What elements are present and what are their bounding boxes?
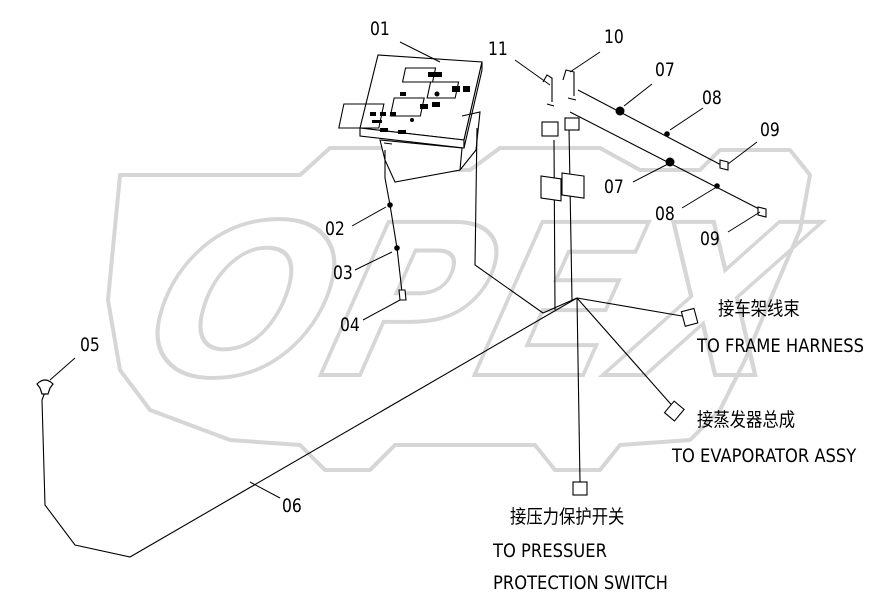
nut-08-upper [664, 131, 670, 137]
bolt-09-lower [757, 206, 767, 218]
connector-05 [36, 379, 54, 395]
evaporator-label-cn: 接蒸发器总成 [697, 409, 796, 431]
panel-ground-wire [384, 177, 403, 293]
pressure-switch-label-en-1: TO PRESSUER [493, 540, 607, 562]
part-label-03: 03 [333, 262, 353, 284]
harness-06 [41, 127, 683, 558]
pressure-switch-label-en-2: PROTECTION SWITCH [493, 572, 668, 594]
part-label-07-upper: 07 [655, 59, 675, 81]
watermark-text: OPEX [125, 181, 833, 425]
wire-point-03 [394, 245, 400, 251]
part-label-11: 11 [488, 38, 508, 60]
wire-point-02 [387, 202, 393, 208]
part-label-09-lower: 09 [700, 228, 720, 250]
terminal-04 [398, 289, 407, 301]
bolt-09-upper [719, 159, 729, 171]
frame-harness-connector [680, 307, 699, 327]
relay-bracket-10-11 [540, 69, 585, 202]
leader-lines [49, 41, 761, 499]
part-label-07-lower: 07 [604, 176, 624, 198]
washer-07-upper [615, 106, 625, 116]
part-label-06: 06 [282, 495, 302, 517]
watermark-gear-outline [106, 146, 812, 472]
pressure-switch-connector [572, 481, 588, 496]
nut-08-lower [714, 183, 720, 189]
frame-harness-label-cn: 接车架线束 [718, 298, 800, 320]
part-label-08-lower: 08 [655, 203, 675, 225]
part-label-05: 05 [80, 334, 100, 356]
part-label-10: 10 [604, 26, 624, 48]
part-label-01: 01 [370, 18, 390, 40]
frame-harness-label-en: TO FRAME HARNESS [697, 335, 865, 357]
watermark-logo: OPEX [106, 146, 835, 472]
pressure-switch-label-cn: 接压力保护开关 [510, 506, 625, 528]
part-label-02: 02 [325, 218, 345, 240]
part-label-04: 04 [340, 314, 360, 336]
part-label-08-upper: 08 [702, 87, 722, 109]
evaporator-label-en: TO EVAPORATOR ASSY [672, 445, 857, 467]
part-label-09-upper: 09 [760, 119, 780, 141]
control-panel-01 [338, 54, 483, 183]
evaporator-connector [663, 400, 685, 422]
